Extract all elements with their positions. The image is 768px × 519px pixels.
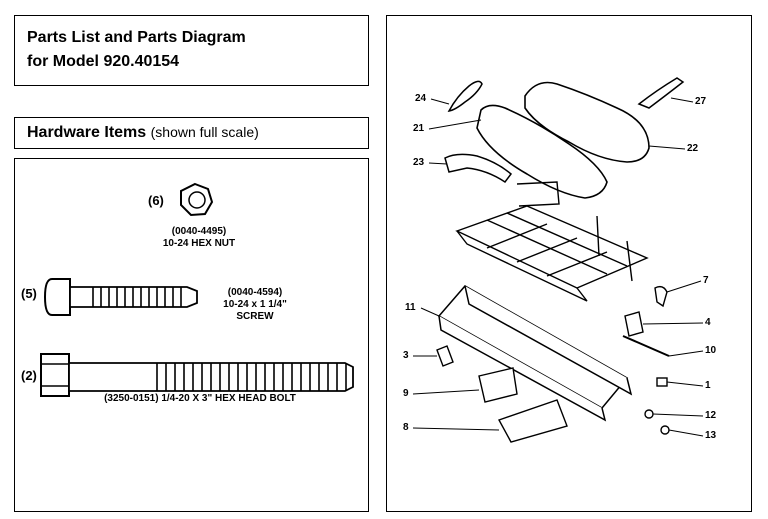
part-9-drawing	[478, 367, 518, 403]
screw-desc-1: 10-24 x 1 1/4"	[223, 299, 287, 310]
hex-bolt-qty: (2)	[21, 368, 37, 383]
part-3-drawing	[436, 345, 454, 367]
callout-1: 1	[705, 380, 711, 391]
hardware-items-box: (6) (0040-4495) 10-24 HEX NUT (5) (0040-…	[14, 158, 369, 512]
callout-24: 24	[415, 93, 427, 104]
hex-bolt-label: (3250-0151) 1/4-20 X 3" HEX HEAD BOLT	[104, 393, 296, 404]
callout-22: 22	[687, 143, 699, 154]
parts-diagram-box: 24 27 21 22 23 7 11 4 3 10 1 9 12 8 13	[386, 15, 752, 512]
hex-nut-qty: (6)	[148, 193, 164, 208]
part-8-drawing	[497, 399, 568, 443]
hardware-drawings	[40, 182, 354, 397]
part-23-drawing	[444, 153, 513, 184]
grate-drawing	[455, 181, 649, 302]
callout-23: 23	[413, 157, 425, 168]
part-27-drawing	[637, 77, 685, 109]
part-22-drawing	[524, 81, 650, 163]
part-7-drawing	[654, 285, 668, 308]
title-box: Parts List and Parts Diagram for Model 9…	[14, 15, 369, 86]
hex-nut-part-no: (0040-4495)	[171, 226, 227, 237]
hardware-header: Hardware Items (shown full scale)	[14, 117, 369, 149]
screw-desc-2: SCREW	[236, 311, 274, 322]
callout-11: 11	[405, 302, 416, 313]
parts-diagram	[412, 77, 704, 443]
callout-7: 7	[703, 275, 709, 286]
callout-27: 27	[695, 96, 707, 107]
part-11-drawing	[437, 285, 633, 422]
hardware-note: (shown full scale)	[150, 124, 259, 140]
callout-3: 3	[403, 350, 409, 361]
screw-drawing	[43, 278, 198, 316]
part-1-drawing	[656, 377, 668, 387]
hex-nut-drawing	[180, 182, 214, 217]
screw-qty: (5)	[21, 286, 37, 301]
callout-9: 9	[403, 388, 409, 399]
part-10-drawing	[622, 335, 670, 357]
callout-12: 12	[705, 410, 717, 421]
part-4-drawing	[624, 311, 644, 337]
callout-10: 10	[705, 345, 717, 356]
callout-21: 21	[413, 123, 425, 134]
part-12-drawing	[644, 409, 654, 419]
title-line-2: for Model 920.40154	[27, 53, 180, 70]
hardware-heading: Hardware Items	[27, 124, 147, 141]
callout-4: 4	[705, 317, 711, 328]
hex-bolt-drawing	[40, 353, 354, 397]
part-21-drawing	[476, 104, 608, 199]
callout-8: 8	[403, 422, 409, 433]
part-24-drawing	[447, 80, 483, 112]
screw-part-no: (0040-4594)	[227, 287, 283, 298]
hex-nut-desc: 10-24 HEX NUT	[162, 238, 236, 249]
callout-13: 13	[705, 430, 717, 441]
part-13-drawing	[660, 425, 670, 435]
title-line-1: Parts List and Parts Diagram	[27, 29, 246, 46]
